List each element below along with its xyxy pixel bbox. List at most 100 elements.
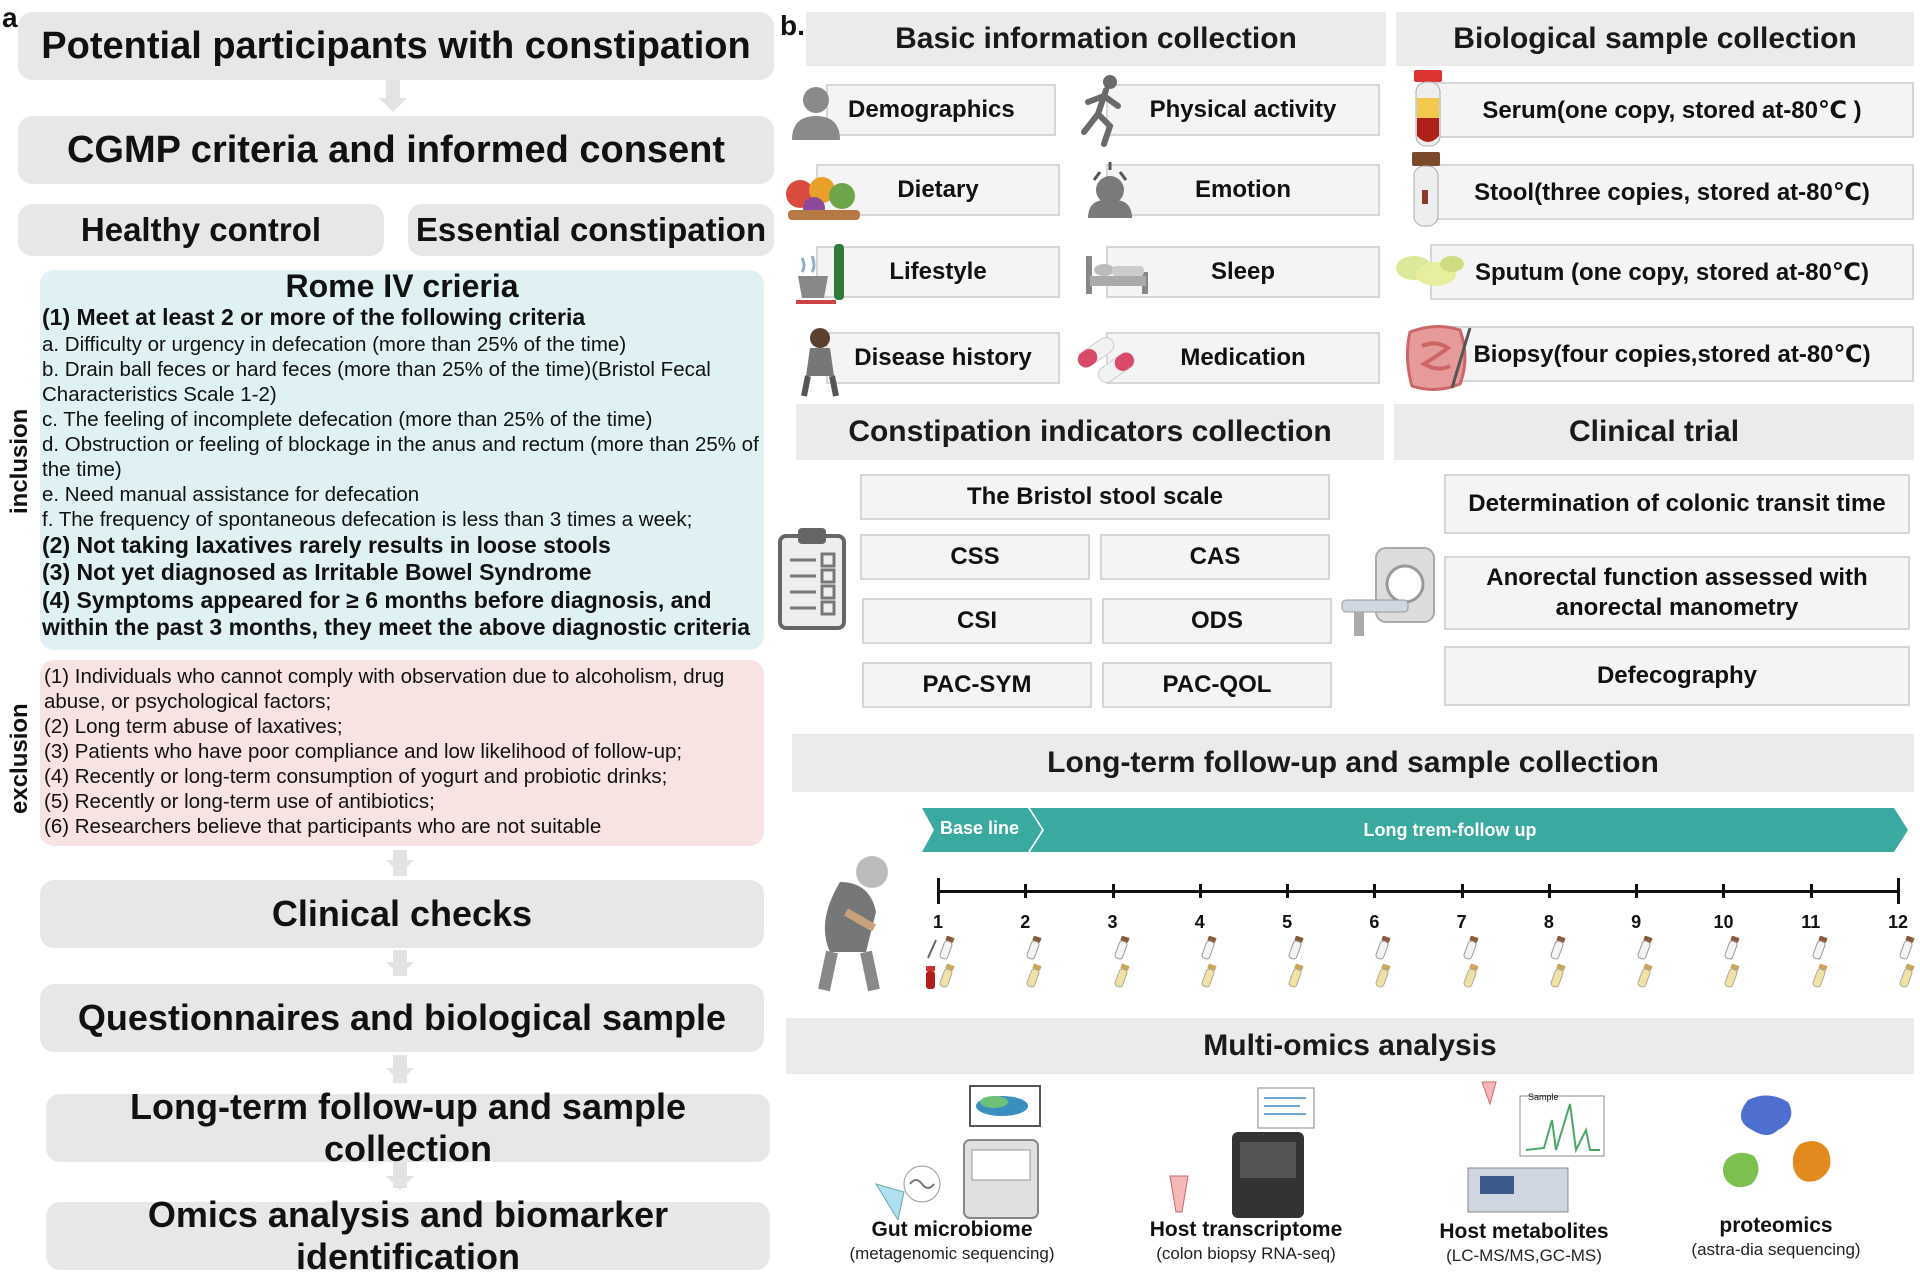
inclusion-criterion: e. Need manual assistance for defecation (42, 482, 420, 506)
proteomics-sub: (astra-dia sequencing) (1691, 1240, 1861, 1259)
inclusion-criteria-list: (1) Meet at least 2 or more of the follo… (42, 304, 764, 642)
host-transcriptome-sub: (colon biopsy RNA-seq) (1156, 1244, 1336, 1263)
healthy-control-box: Healthy control (18, 204, 384, 256)
sample-tubes-icon (1812, 936, 1828, 988)
timeline-tick (1547, 884, 1551, 898)
cgmp-box: CGMP criteria and informed consent (18, 116, 774, 184)
sample-tubes-icon (1899, 936, 1915, 988)
csi-cell: CSI (862, 598, 1092, 644)
lifestyle-cell: Lifestyle (816, 246, 1060, 298)
biopsy-cell: Biopsy(four copies,stored at-80℃) (1430, 326, 1914, 382)
transcriptome-sequencer-icon (1169, 1087, 1315, 1218)
sample-tubes-icon (1724, 936, 1741, 988)
long-term-label: Long trem-follow up (1363, 820, 1537, 840)
timeline-tick-label: 3 (1107, 912, 1118, 932)
participants-box: Potential participants with constipation (18, 12, 774, 80)
followup-header: Long-term follow-up and sample collectio… (792, 734, 1914, 792)
anorectal-manometry-cell: Anorectal function assessed with anorect… (1444, 556, 1910, 630)
patient-figure-icon (818, 856, 888, 992)
exclusion-criterion: (4) Recently or long-term consumption of… (44, 765, 668, 788)
stool-cell: Stool(three copies, stored at-80℃) (1430, 164, 1914, 220)
bristol-scale-cell: The Bristol stool scale (860, 474, 1330, 520)
gut-microbiome-title: Gut microbiome (871, 1218, 1033, 1241)
basic-info-header: Basic information collection (806, 12, 1386, 66)
timeline-axis (938, 890, 1900, 893)
timeline-tick-label: 5 (1282, 912, 1293, 932)
inclusion-criterion: d. Obstruction or feeling of blockage in… (42, 432, 759, 481)
flow-arrow (386, 1068, 414, 1082)
proteomics-title: proteomics (1719, 1214, 1833, 1237)
inclusion-criterion: (3) Not yet diagnosed as Irritable Bowel… (42, 559, 592, 585)
serum-tube-icon (1414, 70, 1442, 147)
flow-arrow (379, 98, 407, 112)
timeline-tick (1809, 884, 1813, 898)
timeline-tick-label: 4 (1194, 912, 1205, 932)
timeline-tick-label: 7 (1456, 912, 1467, 932)
timeline-tick (1111, 884, 1115, 898)
pac-qol-cell: PAC-QOL (1102, 662, 1332, 708)
bed-icon (1086, 256, 1148, 294)
exclusion-label: exclusion (6, 703, 33, 814)
sputum-cell: Sputum (one copy, stored at-80℃) (1430, 244, 1914, 300)
inclusion-criterion: (4) Symptoms appeared for ≥ 6 months bef… (42, 586, 751, 641)
pac-sym-cell: PAC-SYM (862, 662, 1092, 708)
panel-b-label: b. (780, 10, 805, 41)
host-metabolites-title: Host metabolites (1439, 1220, 1609, 1243)
flow-arrow (386, 860, 414, 874)
timeline-tick (1897, 878, 1900, 904)
inclusion-criterion: a. Difficulty or urgency in defecation (… (42, 332, 627, 356)
sample-tubes-icon (1463, 936, 1479, 988)
sample-tubes-icon (1201, 936, 1217, 988)
timeline-tick (1635, 884, 1639, 898)
timeline-tick-label: 6 (1369, 912, 1380, 932)
inclusion-label: inclusion (6, 408, 33, 514)
physical-activity-cell: Physical activity (1106, 84, 1380, 136)
disease-history-cell: Disease history (826, 332, 1060, 384)
clinical-checks-box: Clinical checks (40, 880, 764, 948)
coffee-beer-icon (796, 244, 844, 304)
emotion-cell: Emotion (1106, 164, 1380, 216)
timeline-tick-label: 1 (932, 912, 943, 932)
timeline-tick-label: 9 (1631, 912, 1642, 932)
intestine-icon (1405, 325, 1472, 391)
sample-label: Sample (1528, 1092, 1559, 1102)
bio-sample-header: Biological sample collection (1396, 12, 1914, 66)
timeline-tick-label: 10 (1713, 912, 1734, 932)
sample-tubes-icon (926, 936, 955, 989)
multiomics-header: Multi-omics analysis (786, 1018, 1914, 1074)
timeline-tick (1024, 884, 1028, 898)
timeline-tick (1722, 884, 1726, 898)
person-icon (792, 87, 840, 140)
exclusion-criterion: (5) Recently or long-term use of antibio… (44, 790, 435, 813)
gut-microbiome-sub: (metagenomic sequencing) (849, 1244, 1055, 1263)
host-metabolites-sub: (LC-MS/MS,GC-MS) (1446, 1246, 1602, 1265)
demographics-cell: Demographics (826, 84, 1056, 136)
exclusion-criterion: (6) Researchers believe that participant… (44, 815, 602, 838)
timeline-tick (1373, 884, 1377, 898)
scanner-icon (1341, 547, 1435, 636)
essential-constipation-box: Essential constipation (408, 204, 774, 256)
inclusion-criterion: b. Drain ball feces or hard feces (more … (42, 357, 711, 406)
timeline-tick-label: 12 (1887, 912, 1909, 932)
timeline-tick (937, 878, 940, 904)
host-transcriptome-title: Host transcriptome (1149, 1218, 1343, 1241)
followup-box: Long-term follow-up and sample collectio… (46, 1086, 770, 1169)
pills-icon (1077, 337, 1135, 383)
sample-tubes-icon (1026, 936, 1042, 988)
questionnaires-box: Questionnaires and biological sample (40, 984, 764, 1052)
mass-spec-icon (1467, 1081, 1605, 1213)
inclusion-criteria-box (40, 270, 764, 650)
sleep-cell: Sleep (1106, 246, 1380, 298)
inclusion-criterion: f. The frequency of spontaneous defecati… (42, 507, 693, 531)
defecography-cell: Defecography (1444, 646, 1910, 706)
timeline-tick (1286, 884, 1290, 898)
stool-tube-icon (1412, 152, 1440, 227)
medication-cell: Medication (1106, 332, 1380, 384)
sample-tubes-icon (1114, 936, 1130, 988)
flow-arrow (386, 962, 414, 976)
running-person-icon (1081, 75, 1121, 147)
baseline-label: Base line (940, 818, 1020, 838)
dietary-cell: Dietary (816, 164, 1060, 216)
sputum-icon (1396, 256, 1464, 286)
exclusion-criterion: (2) Long term abuse of laxatives; (44, 715, 343, 738)
